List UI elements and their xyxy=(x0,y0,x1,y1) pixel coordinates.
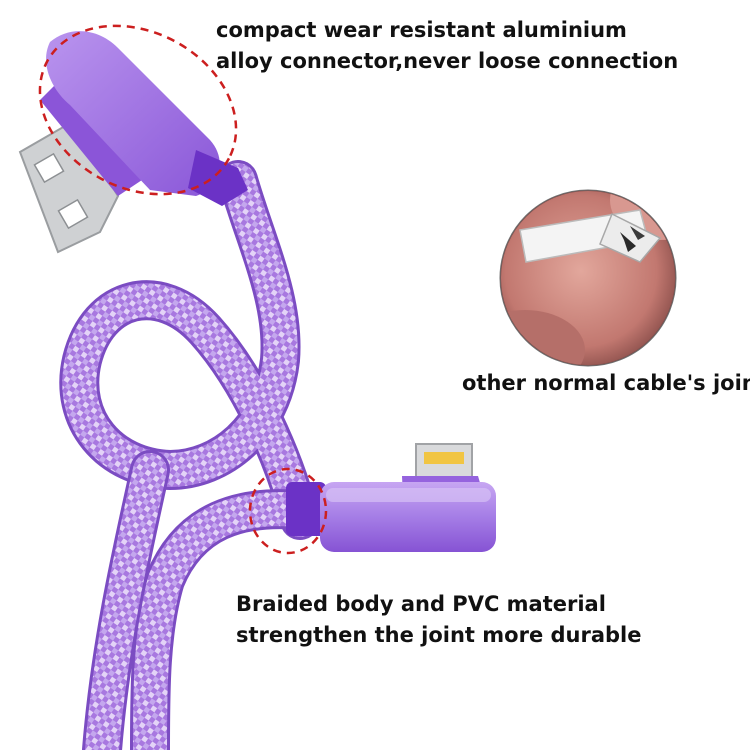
usb-a-connector xyxy=(18,31,248,254)
joint-callout-ring xyxy=(248,467,328,555)
connector-caption: compact wear resistant aluminium alloy c… xyxy=(216,15,678,77)
normal-joint-caption: other normal cable's joint xyxy=(462,368,750,399)
connector-caption-line-2: alloy connector,never loose connection xyxy=(216,49,679,73)
damaged-cable-inset-photo xyxy=(499,189,677,367)
braided-caption-line-2: strengthen the joint more durable xyxy=(236,623,642,647)
braided-cable xyxy=(59,160,320,750)
braided-caption-line-1: Braided body and PVC material xyxy=(236,592,606,616)
braided-caption: Braided body and PVC material strengthen… xyxy=(236,589,641,651)
lightning-connector xyxy=(286,443,496,552)
connector-callout-ring xyxy=(38,24,238,196)
connector-caption-line-1: compact wear resistant aluminium xyxy=(216,18,627,42)
normal-joint-caption-text: other normal cable's joint xyxy=(462,371,750,395)
